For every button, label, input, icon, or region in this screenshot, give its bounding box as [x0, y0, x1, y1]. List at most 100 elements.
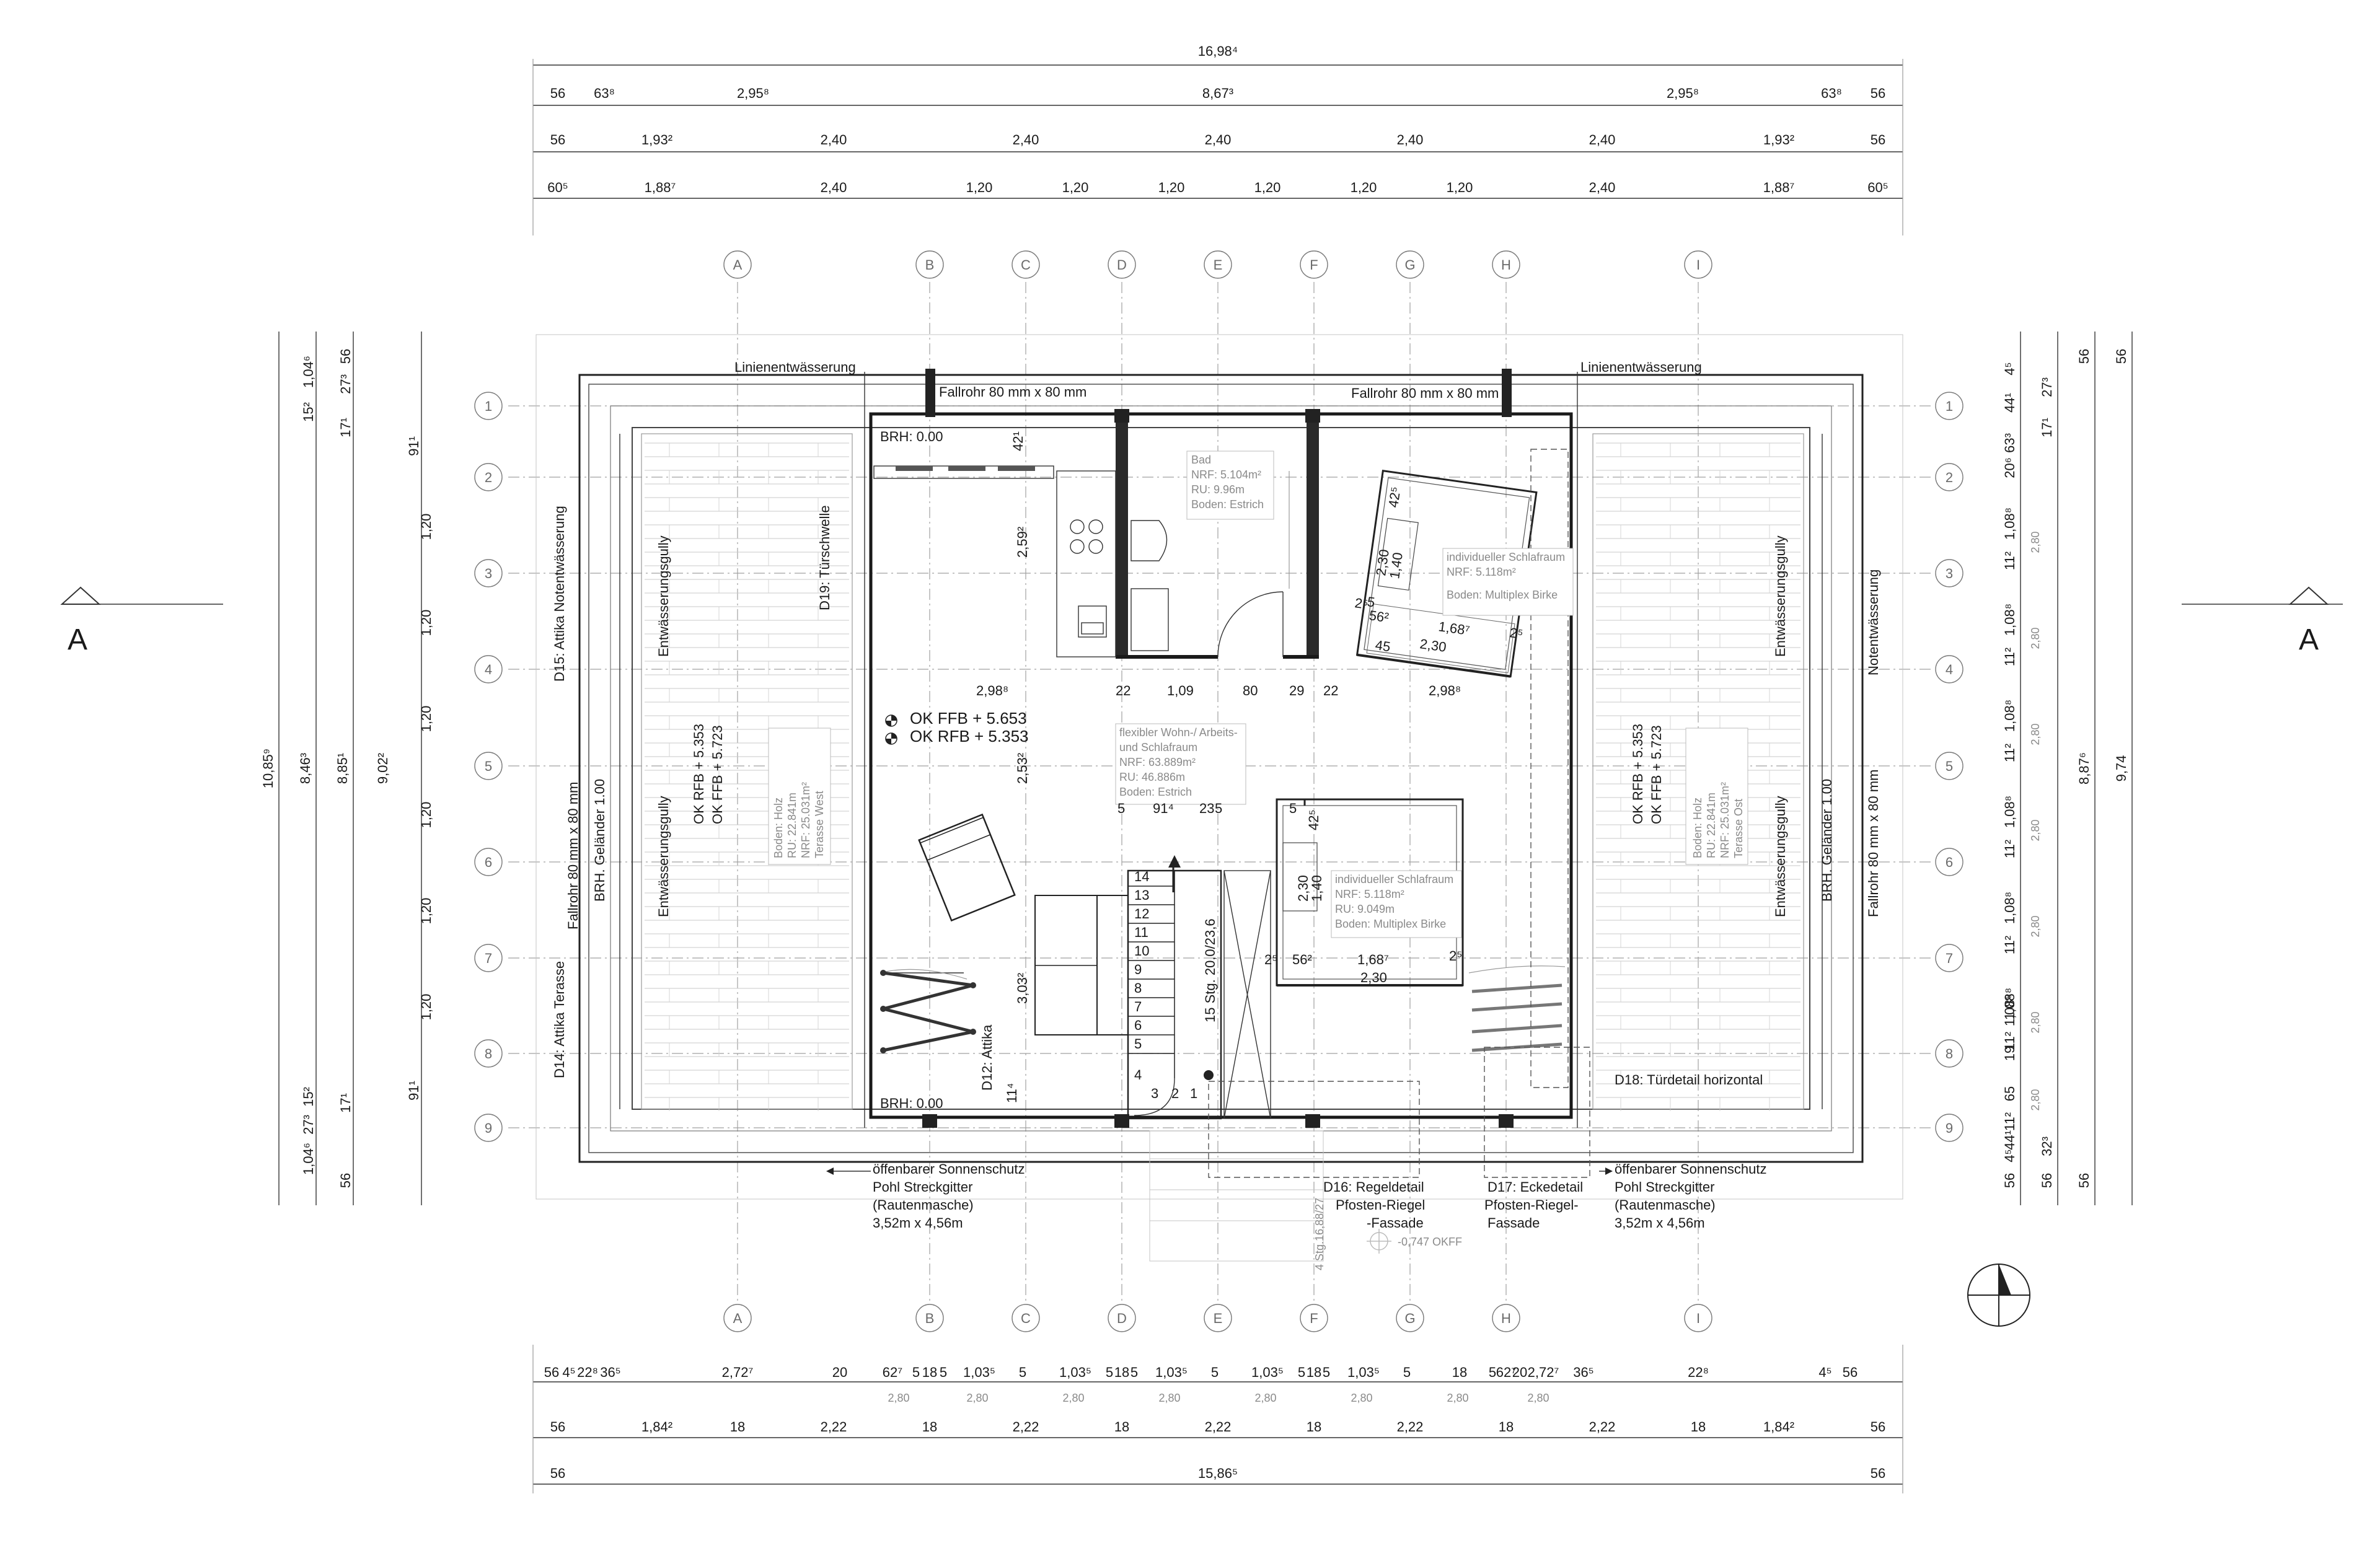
bottom-dimensions: 56 4⁵ 22⁸ 36⁵ 2,72⁷ 20 62⁷ 5 18 5 1,03⁵ …: [544, 1365, 1885, 1481]
svg-text:NRF: 5.118m²: NRF: 5.118m²: [1335, 888, 1404, 900]
svg-text:15²: 15²: [301, 402, 316, 422]
svg-text:2,98⁸: 2,98⁸: [976, 683, 1008, 698]
svg-text:NRF: 5.104m²: NRF: 5.104m²: [1191, 468, 1261, 481]
svg-text:Boden: Holz: Boden: Holz: [772, 798, 785, 858]
svg-text:2⁵: 2⁵: [1354, 595, 1369, 612]
svg-text:56: 56: [1843, 1365, 1858, 1380]
svg-text:42⁵: 42⁵: [1385, 486, 1403, 509]
svg-text:3,52m x 4,56m: 3,52m x 4,56m: [1615, 1215, 1705, 1231]
label-brh-top: BRH: 0.00: [880, 429, 943, 444]
label-d16c: -Fassade: [1367, 1215, 1424, 1231]
label-notentwaesserung: Notentwässerung: [1866, 569, 1881, 675]
axis-label: B: [925, 257, 935, 273]
svg-text:56: 56: [2076, 1173, 2092, 1188]
svg-text:1,03⁵: 1,03⁵: [963, 1365, 995, 1380]
svg-text:2,95⁸: 2,95⁸: [1667, 86, 1699, 101]
svg-text:11²: 11²: [2002, 1032, 2017, 1050]
svg-text:1,08⁸: 1,08⁸: [2002, 508, 2017, 540]
svg-text:individueller Schlafraum: individueller Schlafraum: [1447, 551, 1565, 563]
axis-label: 8: [1946, 1046, 1953, 1062]
facade-mullions: [922, 369, 1514, 1128]
svg-text:1,88⁷: 1,88⁷: [1763, 180, 1795, 195]
label-gully-right-1: Entwässerungsgully: [1773, 535, 1788, 657]
svg-text:2,22: 2,22: [821, 1419, 847, 1435]
stair-step-numbers: 14 13 12 11 10 9 8 7 6 5 4 3 2 1: [1134, 869, 1197, 1101]
svg-text:1,20: 1,20: [1158, 180, 1185, 195]
svg-text:RU: 9.049m: RU: 9.049m: [1335, 903, 1395, 915]
svg-text:5: 5: [1289, 801, 1297, 816]
svg-text:2,80: 2,80: [966, 1392, 988, 1404]
label-d14: D14: Attika Terasse: [552, 961, 567, 1078]
axis-label: E: [1214, 1311, 1223, 1326]
svg-text:56: 56: [2039, 1173, 2055, 1188]
label-d18: D18: Türdetail horizontal: [1615, 1072, 1763, 1088]
svg-text:2,80: 2,80: [1447, 1392, 1468, 1404]
svg-text:2,30: 2,30: [1360, 970, 1387, 985]
axis-label: 7: [1946, 951, 1953, 966]
svg-text:27³: 27³: [301, 1115, 316, 1135]
label-d17b: Pfosten-Riegel-: [1484, 1197, 1579, 1213]
svg-text:RU: 46.886m: RU: 46.886m: [1119, 771, 1185, 783]
svg-text:2,72⁷: 2,72⁷: [1528, 1365, 1559, 1380]
svg-text:10: 10: [1134, 943, 1149, 959]
svg-text:91⁴: 91⁴: [1153, 801, 1174, 816]
svg-text:2,40: 2,40: [821, 132, 847, 147]
svg-text:14: 14: [1134, 869, 1149, 884]
label-fallrohr-top-right: Fallrohr 80 mm x 80 mm: [1351, 385, 1499, 401]
svg-text:32³: 32³: [2039, 1136, 2055, 1156]
svg-text:56: 56: [2002, 1173, 2017, 1188]
svg-text:9,74: 9,74: [2113, 755, 2129, 782]
svg-text:7: 7: [1134, 999, 1142, 1014]
label-stair: 15 Stg. 20,0/23,6: [1202, 918, 1218, 1022]
svg-text:56: 56: [544, 1365, 559, 1380]
lower-stair: [1149, 1130, 1391, 1262]
axis-label: F: [1310, 257, 1318, 273]
axis-label: C: [1021, 1311, 1031, 1326]
dim-overall: 16,98⁴: [1198, 43, 1238, 59]
label-d16b: Pfosten-Riegel: [1336, 1197, 1425, 1213]
axis-label: 7: [485, 951, 492, 966]
svg-text:8: 8: [1134, 980, 1142, 996]
svg-text:2,40: 2,40: [1205, 132, 1232, 147]
svg-text:1,08⁸: 1,08⁸: [2002, 604, 2017, 636]
svg-text:20⁶: 20⁶: [2002, 457, 2017, 478]
svg-text:1,03⁵: 1,03⁵: [1251, 1365, 1284, 1380]
svg-text:20: 20: [1512, 1365, 1527, 1380]
svg-text:1,84²: 1,84²: [1763, 1419, 1794, 1435]
label-gelaender-left: BRH. Geländer 1.00: [592, 779, 607, 902]
svg-text:44¹: 44¹: [2002, 1130, 2017, 1150]
svg-text:22: 22: [1116, 683, 1130, 698]
svg-text:2,30: 2,30: [1295, 875, 1311, 902]
svg-text:2,59²: 2,59²: [1015, 527, 1030, 558]
svg-text:63⁸: 63⁸: [594, 86, 615, 101]
room-info-terrace-east: Boden: Holz RU: 22.841m NRF: 25.031m² Te…: [1685, 727, 1748, 865]
room-info-schlaf-1: individueller Schlafraum NRF: 5.118m² Bo…: [1442, 548, 1574, 616]
svg-text:11⁴: 11⁴: [1004, 1083, 1020, 1103]
svg-text:56: 56: [1871, 1419, 1885, 1435]
axis-label: E: [1214, 257, 1223, 273]
svg-text:56²: 56²: [1368, 607, 1390, 625]
svg-text:2,22: 2,22: [1397, 1419, 1424, 1435]
svg-text:2,80: 2,80: [2029, 723, 2042, 745]
svg-text:56: 56: [550, 132, 565, 147]
svg-text:60⁵: 60⁵: [547, 180, 568, 195]
svg-text:11²: 11²: [2002, 648, 2017, 666]
svg-text:18: 18: [1114, 1365, 1129, 1380]
svg-text:56: 56: [1871, 1466, 1885, 1481]
svg-text:RU: 9.96m: RU: 9.96m: [1191, 483, 1245, 496]
north-arrow-icon: [1967, 1264, 2030, 1327]
svg-text:1,08⁸: 1,08⁸: [2002, 700, 2017, 732]
svg-text:56: 56: [1871, 132, 1885, 147]
axis-label: 1: [1946, 398, 1953, 414]
svg-text:36⁵: 36⁵: [1573, 1365, 1594, 1380]
svg-text:Boden: Multiplex Birke: Boden: Multiplex Birke: [1447, 589, 1558, 601]
svg-text:20: 20: [832, 1365, 847, 1380]
svg-text:2⁵: 2⁵: [1264, 952, 1277, 967]
furniture: [918, 813, 1129, 1035]
grid-bubbles-bottom: A B C D E F G H I: [723, 1304, 1712, 1332]
svg-text:5: 5: [1134, 1036, 1142, 1052]
axis-label: 1: [485, 398, 492, 414]
svg-text:2,95⁸: 2,95⁸: [737, 86, 769, 101]
svg-text:RU: 22.841m: RU: 22.841m: [786, 793, 798, 858]
